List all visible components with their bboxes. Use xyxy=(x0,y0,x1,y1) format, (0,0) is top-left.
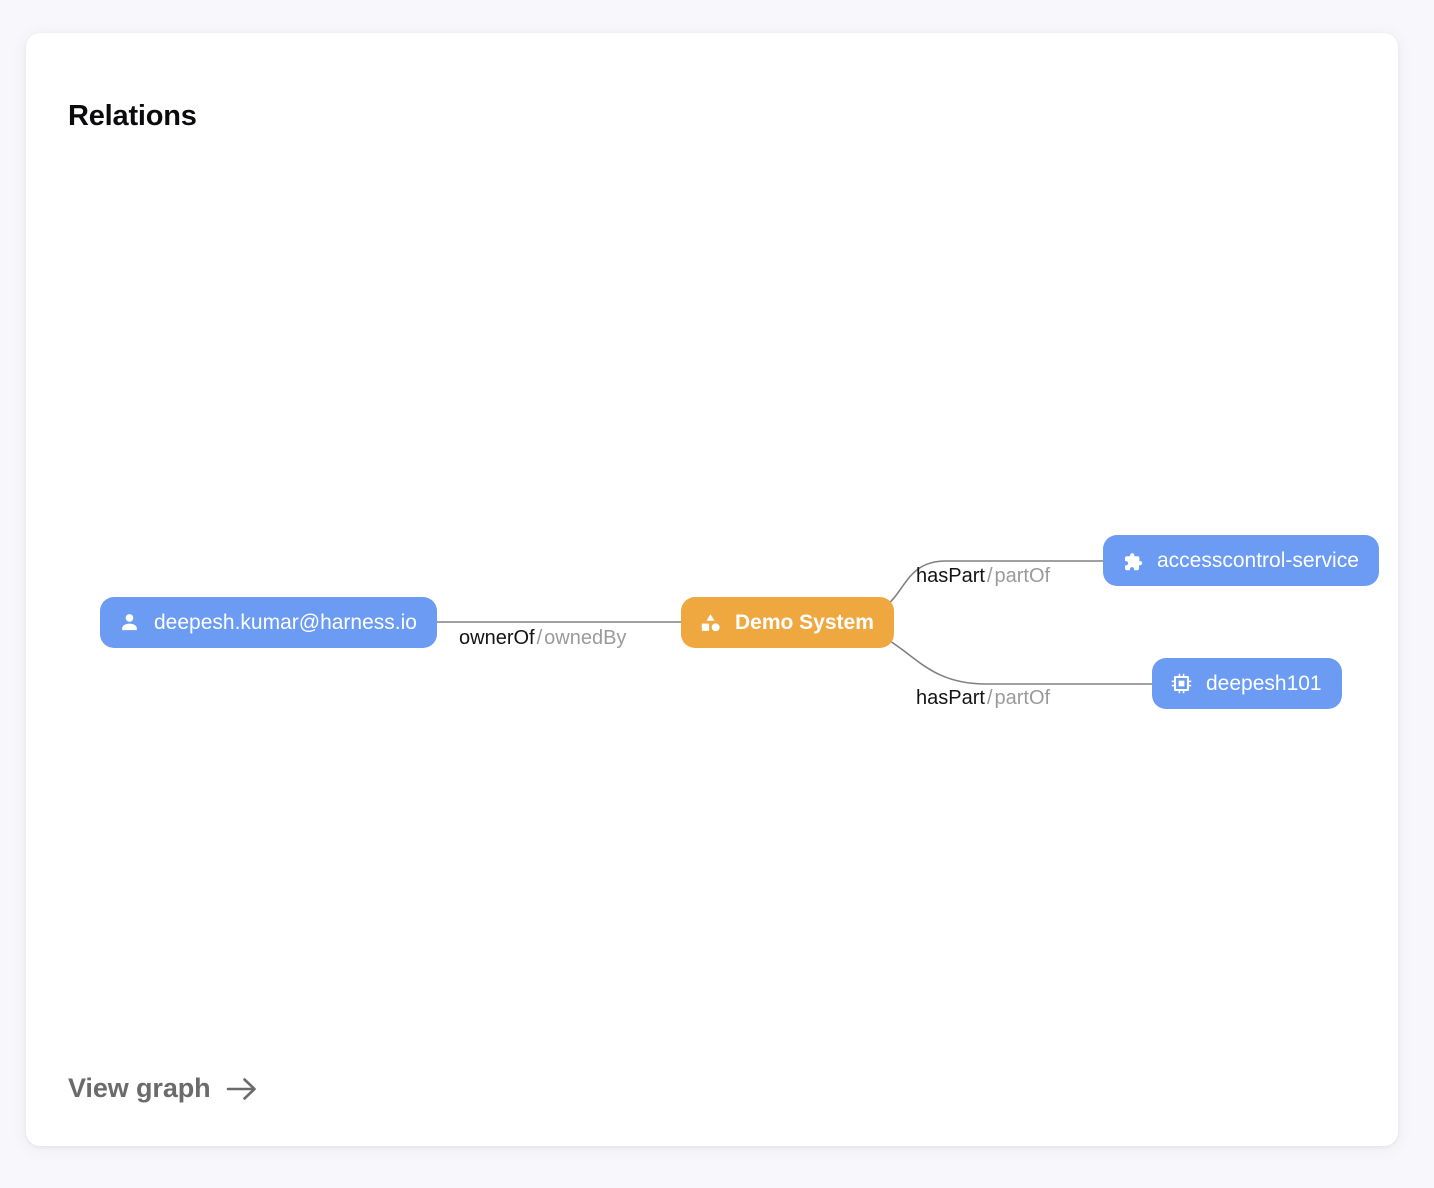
edge-label-owner-of: ownerOf/ownedBy xyxy=(459,626,626,650)
edge-has-part-bottom xyxy=(881,635,1152,685)
edge-label-forward: hasPart xyxy=(916,565,985,587)
puzzle-piece-icon xyxy=(1120,548,1145,573)
page-title: Relations xyxy=(68,100,197,133)
edge-label-forward: ownerOf xyxy=(459,627,535,649)
edge-label-forward: hasPart xyxy=(916,687,985,709)
view-graph-link[interactable]: View graph xyxy=(68,1073,259,1104)
shapes-icon xyxy=(698,610,723,635)
edge-label-reverse: ownedBy xyxy=(544,627,627,649)
graph-node-label: Demo System xyxy=(735,611,874,634)
memory-chip-icon xyxy=(1169,671,1194,696)
edge-label-has-part-top: hasPart/partOf xyxy=(916,564,1050,588)
graph-node-label: accesscontrol-service xyxy=(1157,549,1359,572)
relations-graph[interactable]: ownerOf/ownedBy hasPart/partOf hasPart/p… xyxy=(26,93,1398,1053)
arrow-right-icon xyxy=(225,1074,259,1104)
relations-card: Relations ownerOf/ownedBy hasPart/partOf… xyxy=(26,33,1398,1146)
graph-node-deepesh101[interactable]: deepesh101 xyxy=(1152,658,1342,709)
edge-label-has-part-bottom: hasPart/partOf xyxy=(916,686,1050,710)
edge-label-separator: / xyxy=(986,687,993,709)
graph-node-label: deepesh.kumar@harness.io xyxy=(154,611,417,634)
graph-node-user[interactable]: deepesh.kumar@harness.io xyxy=(100,597,437,648)
person-icon xyxy=(117,610,142,635)
edge-label-reverse: partOf xyxy=(994,565,1051,587)
edge-label-reverse: partOf xyxy=(994,687,1051,709)
graph-node-system[interactable]: Demo System xyxy=(681,597,894,648)
graph-node-label: deepesh101 xyxy=(1206,672,1322,695)
edge-label-separator: / xyxy=(986,565,993,587)
edge-label-separator: / xyxy=(536,627,543,649)
view-graph-label: View graph xyxy=(68,1073,211,1103)
graph-node-accesscontrol-service[interactable]: accesscontrol-service xyxy=(1103,535,1379,586)
